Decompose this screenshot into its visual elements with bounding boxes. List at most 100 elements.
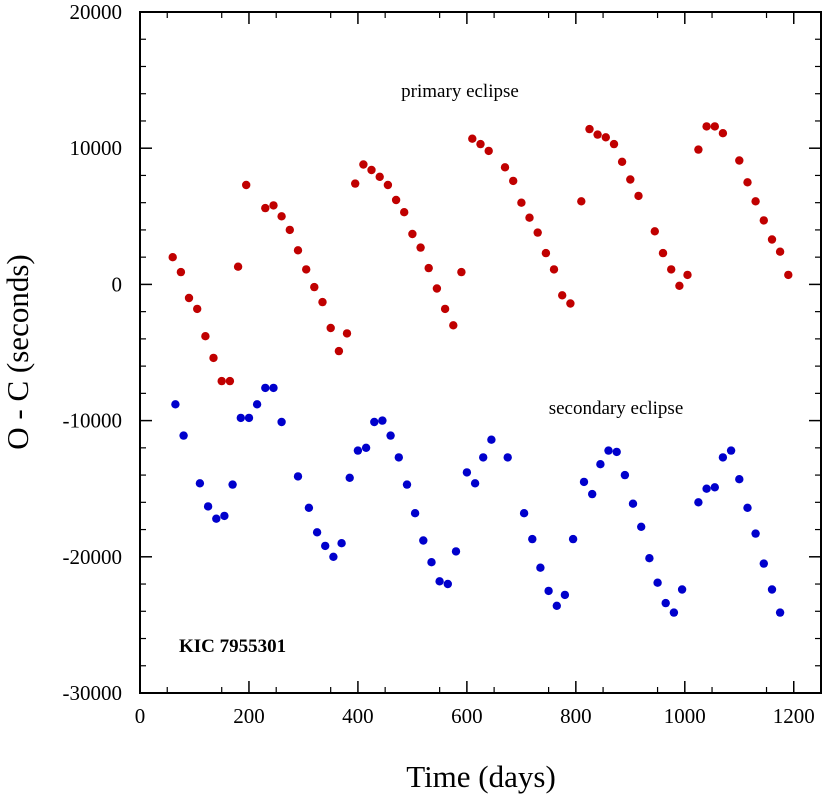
secondary-eclipse-point	[228, 480, 237, 489]
secondary-eclipse-point	[361, 443, 371, 452]
secondary-eclipse-point	[402, 480, 412, 489]
primary-eclipse-point	[209, 353, 218, 363]
y-tick-label: -20000	[63, 545, 123, 569]
primary-eclipse-point	[400, 208, 409, 217]
primary-eclipse-point	[277, 212, 286, 221]
primary-eclipse-point	[658, 248, 668, 258]
secondary-eclipse-point	[653, 578, 662, 587]
primary-eclipse-point	[577, 197, 586, 206]
secondary-eclipse-label: secondary eclipse	[549, 398, 684, 419]
primary-eclipse-point	[509, 176, 518, 186]
primary-eclipse-point	[525, 213, 534, 222]
primary-eclipse-point	[367, 165, 376, 175]
primary-eclipse-point	[549, 265, 559, 274]
y-axis-title: O - C (seconds)	[0, 254, 35, 449]
secondary-eclipse-point	[568, 534, 578, 544]
y-tick-label: -30000	[63, 681, 123, 705]
primary-eclipse-point	[217, 376, 226, 386]
secondary-eclipse-point	[329, 552, 338, 561]
primary-eclipse-point	[261, 203, 270, 213]
secondary-eclipse-point	[451, 547, 461, 556]
primary-eclipse-point	[735, 156, 744, 165]
primary-eclipse-point	[634, 191, 643, 201]
primary-eclipse-point	[201, 332, 210, 341]
secondary-eclipse-point	[394, 453, 403, 462]
x-tick-label: 200	[233, 704, 265, 728]
secondary-eclipse-point	[579, 477, 589, 487]
primary-eclipse-point	[784, 270, 793, 280]
primary-eclipse-point	[626, 175, 635, 184]
primary-eclipse-point	[585, 124, 594, 134]
primary-eclipse-point	[484, 146, 493, 156]
primary-eclipse-point	[468, 134, 477, 143]
data-points	[168, 122, 793, 617]
primary-eclipse-point	[449, 321, 458, 330]
secondary-eclipse-point	[337, 539, 346, 548]
secondary-eclipse-point	[419, 536, 428, 545]
primary-eclipse-point	[500, 163, 510, 172]
secondary-eclipse-point	[718, 453, 728, 462]
secondary-eclipse-point	[759, 559, 768, 568]
secondary-eclipse-point	[410, 509, 420, 518]
secondary-eclipse-point	[345, 473, 354, 482]
secondary-eclipse-point	[775, 608, 785, 617]
secondary-eclipse-point	[470, 479, 480, 488]
secondary-eclipse-point	[628, 499, 638, 508]
secondary-eclipse-point	[677, 585, 687, 594]
primary-eclipse-point	[424, 263, 433, 273]
secondary-eclipse-point	[528, 534, 537, 544]
primary-eclipse-point	[694, 145, 703, 154]
secondary-eclipse-series	[171, 383, 785, 617]
primary-eclipse-label: primary eclipse	[401, 81, 519, 102]
y-tick-label: 10000	[70, 136, 123, 160]
primary-eclipse-point	[383, 180, 393, 190]
primary-eclipse-point	[242, 180, 251, 190]
secondary-eclipse-point	[212, 514, 221, 523]
secondary-eclipse-point	[220, 511, 229, 521]
secondary-eclipse-point	[751, 529, 760, 538]
primary-eclipse-point	[310, 282, 319, 292]
secondary-eclipse-point	[596, 460, 605, 469]
secondary-eclipse-point	[195, 479, 205, 488]
secondary-eclipse-point	[544, 586, 553, 596]
primary-eclipse-point	[710, 122, 719, 131]
object-name-label: KIC 7955301	[179, 636, 286, 657]
secondary-eclipse-point	[767, 585, 777, 594]
primary-eclipse-point	[609, 139, 619, 149]
secondary-eclipse-point	[612, 447, 621, 457]
primary-eclipse-point	[566, 299, 575, 308]
primary-eclipse-series	[168, 122, 793, 386]
secondary-eclipse-point	[536, 563, 545, 572]
primary-eclipse-point	[667, 265, 676, 274]
primary-eclipse-point	[683, 270, 692, 280]
primary-eclipse-point	[391, 195, 401, 205]
secondary-eclipse-point	[277, 417, 286, 427]
x-tick-label: 800	[560, 704, 592, 728]
primary-eclipse-point	[517, 198, 526, 207]
secondary-eclipse-point	[179, 431, 188, 440]
primary-eclipse-point	[359, 160, 368, 169]
secondary-eclipse-point	[370, 417, 379, 427]
primary-eclipse-point	[302, 265, 311, 274]
primary-eclipse-point	[675, 281, 684, 290]
plot-frame	[139, 11, 822, 694]
secondary-eclipse-point	[694, 498, 703, 507]
primary-eclipse-point	[702, 122, 711, 131]
secondary-eclipse-point	[726, 446, 736, 455]
primary-eclipse-point	[767, 235, 777, 244]
secondary-eclipse-point	[203, 502, 213, 511]
primary-eclipse-point	[375, 172, 384, 181]
secondary-eclipse-point	[588, 489, 597, 499]
secondary-eclipse-point	[321, 541, 330, 551]
secondary-eclipse-point	[244, 413, 254, 423]
primary-eclipse-point	[476, 139, 485, 149]
secondary-eclipse-point	[487, 435, 496, 444]
secondary-eclipse-point	[710, 483, 719, 492]
axis-ticks	[139, 11, 821, 694]
primary-eclipse-point	[558, 291, 567, 300]
secondary-eclipse-point	[443, 579, 452, 589]
secondary-eclipse-point	[427, 558, 436, 567]
secondary-eclipse-point	[735, 475, 744, 484]
secondary-eclipse-point	[702, 484, 711, 493]
x-tick-label: 400	[342, 704, 374, 728]
